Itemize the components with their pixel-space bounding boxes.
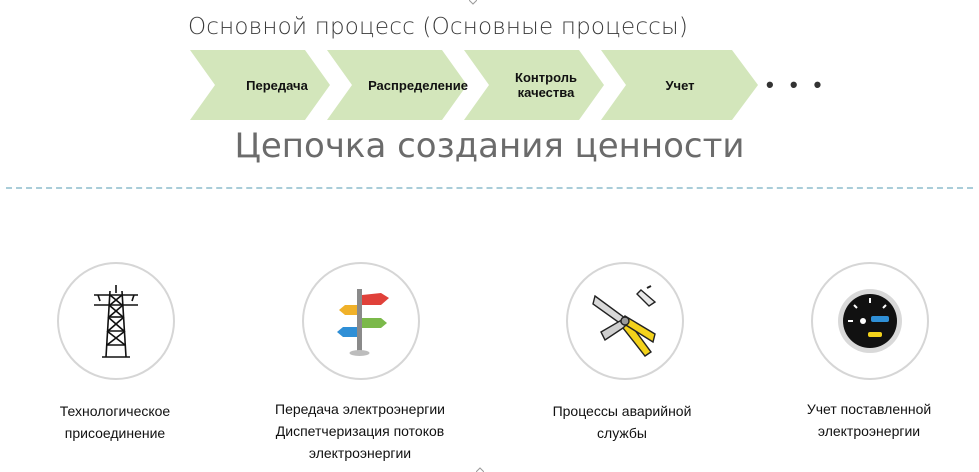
- card-circle-3[interactable]: [566, 262, 684, 380]
- card-label-1: Технологическое присоединение: [59, 403, 171, 441]
- chevron-step-4[interactable]: [601, 50, 758, 120]
- pliers-icon: [592, 285, 657, 357]
- top-tick-mark: [469, 0, 477, 5]
- value-chain-title: Цепочка создания ценности: [234, 126, 745, 166]
- card-circle-2[interactable]: [302, 262, 420, 380]
- card-circle-1[interactable]: [57, 262, 175, 380]
- bottom-tick-mark: [476, 467, 484, 472]
- process-title: Основной процесс (Основные процессы): [188, 14, 689, 40]
- chevron-label-2: Распределение: [368, 77, 468, 93]
- chevron-step-2[interactable]: [327, 50, 467, 120]
- chevron-label-3: Контроль качества: [515, 70, 577, 100]
- power-tower-icon: [94, 285, 138, 358]
- chevron-label-1: Передача: [246, 77, 308, 93]
- card-label-4: Учет поставленной электроэнергии: [806, 401, 932, 439]
- card-label-3: Процессы аварийной службы: [552, 403, 692, 441]
- signpost-icon: [337, 289, 389, 356]
- chevron-step-1[interactable]: [190, 50, 330, 120]
- card-label-2: Передача электроэнергии Диспетчеризация …: [275, 401, 445, 461]
- chevron-step-3[interactable]: [464, 50, 604, 120]
- dashed-divider: [6, 187, 973, 189]
- process-chevron-row: [190, 50, 758, 120]
- card-circle-4[interactable]: [811, 262, 929, 380]
- chevron-label-4: Учет: [665, 77, 695, 93]
- meter-gauge-icon: [838, 289, 902, 353]
- more-steps-ellipsis: • • •: [766, 72, 827, 97]
